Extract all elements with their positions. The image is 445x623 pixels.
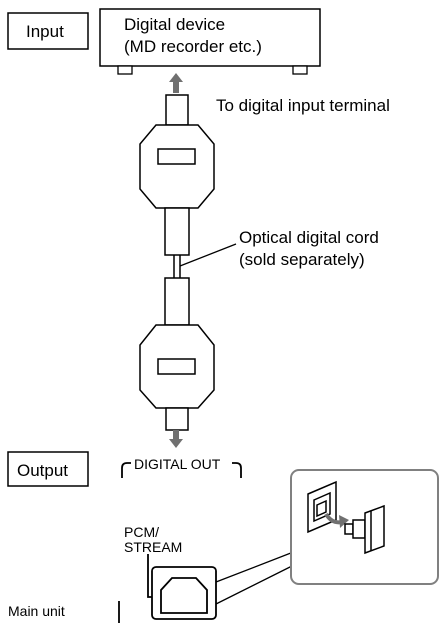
pcm-label-line1: PCM/ xyxy=(124,524,159,540)
cord-label-line1: Optical digital cord xyxy=(239,228,379,247)
main-unit-panel xyxy=(118,462,242,623)
cord-label-line2: (sold separately) xyxy=(239,250,365,269)
optical-cord xyxy=(173,255,181,278)
cord-leader-line xyxy=(179,243,237,267)
device-name-line2: (MD recorder etc.) xyxy=(124,37,262,56)
callout-lines xyxy=(215,550,297,605)
main-unit-label: Main unit xyxy=(8,603,65,619)
digital-device: Digital device (MD recorder etc.) xyxy=(99,8,321,75)
optical-output-jack xyxy=(147,554,217,620)
top-optical-plug xyxy=(139,94,215,256)
input-label-box: Input xyxy=(7,12,89,50)
remove-arrow-icon xyxy=(324,512,349,528)
output-label: Output xyxy=(17,461,68,480)
pcm-label-line2: STREAM xyxy=(124,539,182,555)
to-terminal-label: To digital input terminal xyxy=(216,96,390,115)
protective-cap-icon xyxy=(344,504,385,555)
inset-cap-detail xyxy=(290,469,439,585)
output-label-box: Output xyxy=(7,451,89,487)
input-label: Input xyxy=(26,22,64,41)
bottom-optical-plug xyxy=(139,277,215,431)
digital-out-label: DIGITAL OUT xyxy=(134,456,221,472)
arrow-up-icon xyxy=(169,73,183,93)
arrow-down-icon xyxy=(169,430,183,448)
device-name-line1: Digital device xyxy=(124,15,225,34)
